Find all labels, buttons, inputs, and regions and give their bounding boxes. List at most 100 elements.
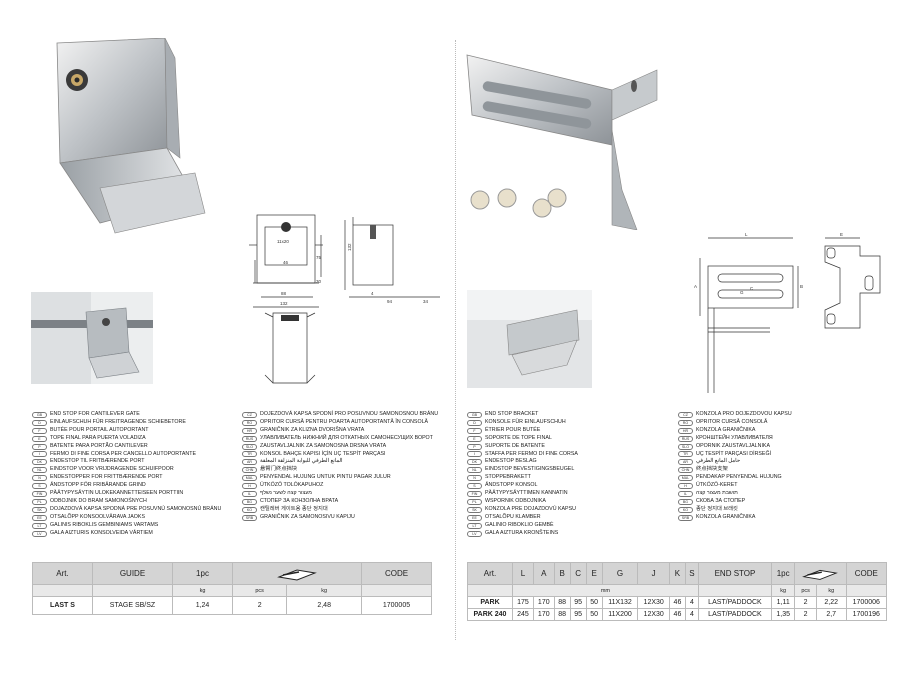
language-text: STOPPEBRAKETT (485, 474, 531, 481)
language-code-badge: SRB (678, 514, 693, 521)
cell-j: 12X30 (637, 608, 670, 621)
language-code-badge: MAL (242, 475, 257, 482)
dim-side-34: 34 (423, 299, 429, 304)
language-text: מעצור קצה לשער נשלף (260, 490, 312, 497)
language-code-badge: F (32, 427, 47, 434)
language-code-badge: FIN (32, 491, 47, 498)
language-text: EINDSTOP BEVESTIGINGSBEUGEL (485, 466, 575, 473)
col-S: S (684, 562, 699, 585)
row-pcs: 2 (231, 596, 288, 615)
language-code-badge: SK (467, 506, 482, 513)
col-art: Art. (32, 562, 93, 585)
row-guide: STAGE SB/SZ (92, 596, 173, 615)
col-L: L (512, 562, 534, 585)
unit-kg2: kg (815, 584, 847, 597)
language-text: المانع الطرفي للبوابة المنزلقة المعلقة (260, 458, 343, 465)
language-text: КРОНШТЕЙН УЛАВЛИВАТЕЛЯ (696, 434, 773, 441)
language-text: KONZOLA PRO DOJEZDOVOU KAPSU (696, 411, 792, 417)
cell-g: 11X200 (601, 608, 639, 621)
col-B: B (553, 562, 571, 585)
language-code-badge: CHN (242, 467, 257, 474)
language-text: OPRITOR CURSĂ PENTRU POARTA AUTOPORTANTĂ… (260, 418, 429, 425)
language-text: KONSOLE FÜR EINLAUFSCHUH (485, 418, 566, 425)
row-art: LAST S (32, 596, 93, 615)
cell-k: 46 (668, 596, 686, 609)
unit-pcs: pcs (794, 584, 817, 597)
language-code-badge: CZ (678, 411, 693, 418)
language-text: WSPORNIK ODBOJNIKA (485, 497, 546, 504)
package-icon (232, 562, 362, 585)
language-code-badge: LV (32, 530, 47, 537)
language-code-badge: RUS (242, 435, 257, 442)
language-code-badge: AR (678, 459, 693, 466)
language-code-badge: S (467, 483, 482, 490)
cell-k: 46 (668, 608, 686, 621)
language-code-badge: SLO (242, 443, 257, 450)
language-text: UÇ TESPİT PARÇASI DİRSEĞİ (696, 450, 772, 457)
dim-side-94: 94 (387, 299, 393, 304)
dim-132: 132 (280, 301, 288, 306)
language-code-badge: TR (678, 451, 693, 458)
language-text: KONZOLA GRANIČNIKA (696, 426, 756, 433)
bracket-installation-photo (467, 290, 592, 388)
col-J: J (637, 562, 670, 585)
cell-e: 50 (585, 596, 603, 609)
language-code-badge: LV (467, 530, 482, 537)
language-code-badge: N (467, 475, 482, 482)
language-text: GRANIČNIK ZA KLIZNA DVORIŠNA VRATA (260, 426, 365, 433)
language-text: TOPE FINAL PARA PUERTA VOLADIZA (50, 434, 146, 441)
language-text: EINLAUFSCHUH FÜR FREITRAGENDE SCHIEBETOR… (50, 418, 186, 425)
cell-kg2: 2,7 (815, 608, 847, 621)
language-code-badge: NL (467, 467, 482, 474)
language-text: KONZOLA PRE DOJAZDOVÚ KAPSU (485, 505, 576, 512)
language-text: OPORNIK ZAUSTAVLJALNIKA (696, 442, 770, 449)
unit-pcs: pcs (231, 584, 288, 597)
language-text: ÉTRIER POUR BUTÉE (485, 426, 541, 433)
dim-B: B (800, 284, 803, 289)
page-divider (455, 40, 456, 640)
language-text: 종단 정지대 브래킷 (696, 505, 738, 512)
language-code-badge: SRB (242, 514, 257, 521)
row-code: 1700005 (361, 596, 432, 615)
language-text: 悬臂门终点挡块 (260, 466, 298, 473)
col-1pc: 1pc (172, 562, 233, 585)
cell-c: 95 (569, 608, 587, 621)
language-code-badge: I (467, 451, 482, 458)
language-text: GALINIO RIBOKLIO GEMBĖ (485, 521, 554, 528)
cell-s: 4 (684, 608, 699, 621)
language-code-badge: GB (32, 411, 47, 418)
language-text: GALA AIZTURA KRONŠTEINS (485, 529, 559, 536)
language-text: BATENTE PARA PORTÃO CANTILEVER (50, 442, 148, 449)
language-text: תושבת מעצור קצה (696, 490, 738, 497)
language-code-badge: RO (242, 419, 257, 426)
language-code-badge: SK (32, 506, 47, 513)
language-code-badge: IL (678, 491, 693, 498)
language-text: СТОПЕР ЗА КОНЗОЛНА ВРАТА (260, 497, 339, 504)
language-code-badge: LT (467, 522, 482, 529)
col-E: E (585, 562, 603, 585)
